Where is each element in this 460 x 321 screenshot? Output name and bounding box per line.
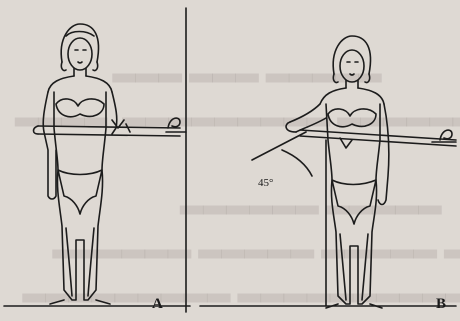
angle-marker bbox=[252, 132, 326, 306]
panel-a-figure bbox=[43, 24, 117, 304]
panel-b-instrument bbox=[300, 130, 456, 148]
panel-a-instrument bbox=[34, 118, 187, 136]
panel-label-a: A bbox=[152, 296, 163, 313]
panel-label-b: B bbox=[436, 296, 446, 313]
angle-label: 45° bbox=[258, 177, 273, 189]
panel-b-figure bbox=[286, 36, 389, 308]
